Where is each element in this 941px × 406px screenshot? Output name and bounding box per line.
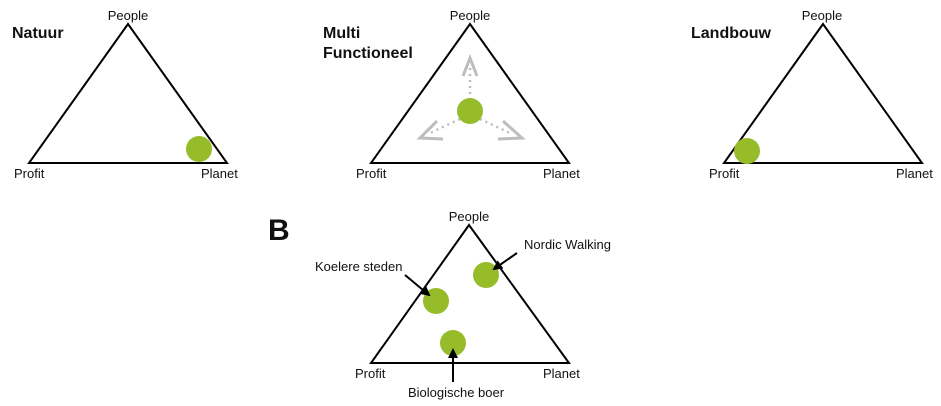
triangle (27, 22, 229, 164)
position-dot (186, 136, 212, 162)
panel-title: Landbouw (691, 25, 772, 42)
triangle (722, 22, 924, 164)
panel-title-line-2: Functioneel (323, 45, 413, 62)
annotation-koelere-steden: Koelere steden (315, 259, 402, 274)
panel-title: Natuur (12, 25, 64, 42)
position-dot (457, 98, 483, 124)
dotted-arrow-to-planet (479, 117, 526, 141)
vertex-label-profit: Profit (14, 166, 45, 181)
vertex-label-planet: Planet (543, 166, 580, 181)
vertex-label-people: People (449, 209, 489, 224)
dot-koelere-steden (423, 288, 449, 314)
panel-multi-functioneel: Multi Functioneel People Profit Planet (323, 8, 580, 181)
panel-landbouw: Landbouw People Profit Planet (691, 8, 933, 181)
vertex-label-people: People (802, 8, 842, 23)
panel-b-title: B (268, 214, 290, 247)
vertex-label-profit: Profit (709, 166, 740, 181)
arrow-nordic-walking (492, 252, 518, 271)
panel-title-line-1: Multi (323, 25, 360, 42)
vertex-label-profit: Profit (356, 166, 387, 181)
vertex-label-people: People (108, 8, 148, 23)
vertex-label-people: People (450, 8, 490, 23)
position-dot (734, 138, 760, 164)
annotation-biologische-boer: Biologische boer (408, 385, 505, 400)
vertex-label-planet: Planet (201, 166, 238, 181)
arrow-koelere-steden (404, 274, 431, 297)
vertex-label-planet: Planet (543, 366, 580, 381)
vertex-label-profit: Profit (355, 366, 386, 381)
dotted-arrow-to-people (461, 53, 479, 100)
annotation-nordic-walking: Nordic Walking (524, 237, 611, 252)
panel-b: B People Profit Planet Koelere steden No… (268, 209, 611, 400)
dotted-arrow-to-profit (416, 117, 461, 141)
dot-biologische-boer (440, 330, 466, 356)
panel-natuur: Natuur People Profit Planet (12, 8, 238, 181)
dot-nordic-walking (473, 262, 499, 288)
vertex-label-planet: Planet (896, 166, 933, 181)
triangle (369, 22, 571, 164)
